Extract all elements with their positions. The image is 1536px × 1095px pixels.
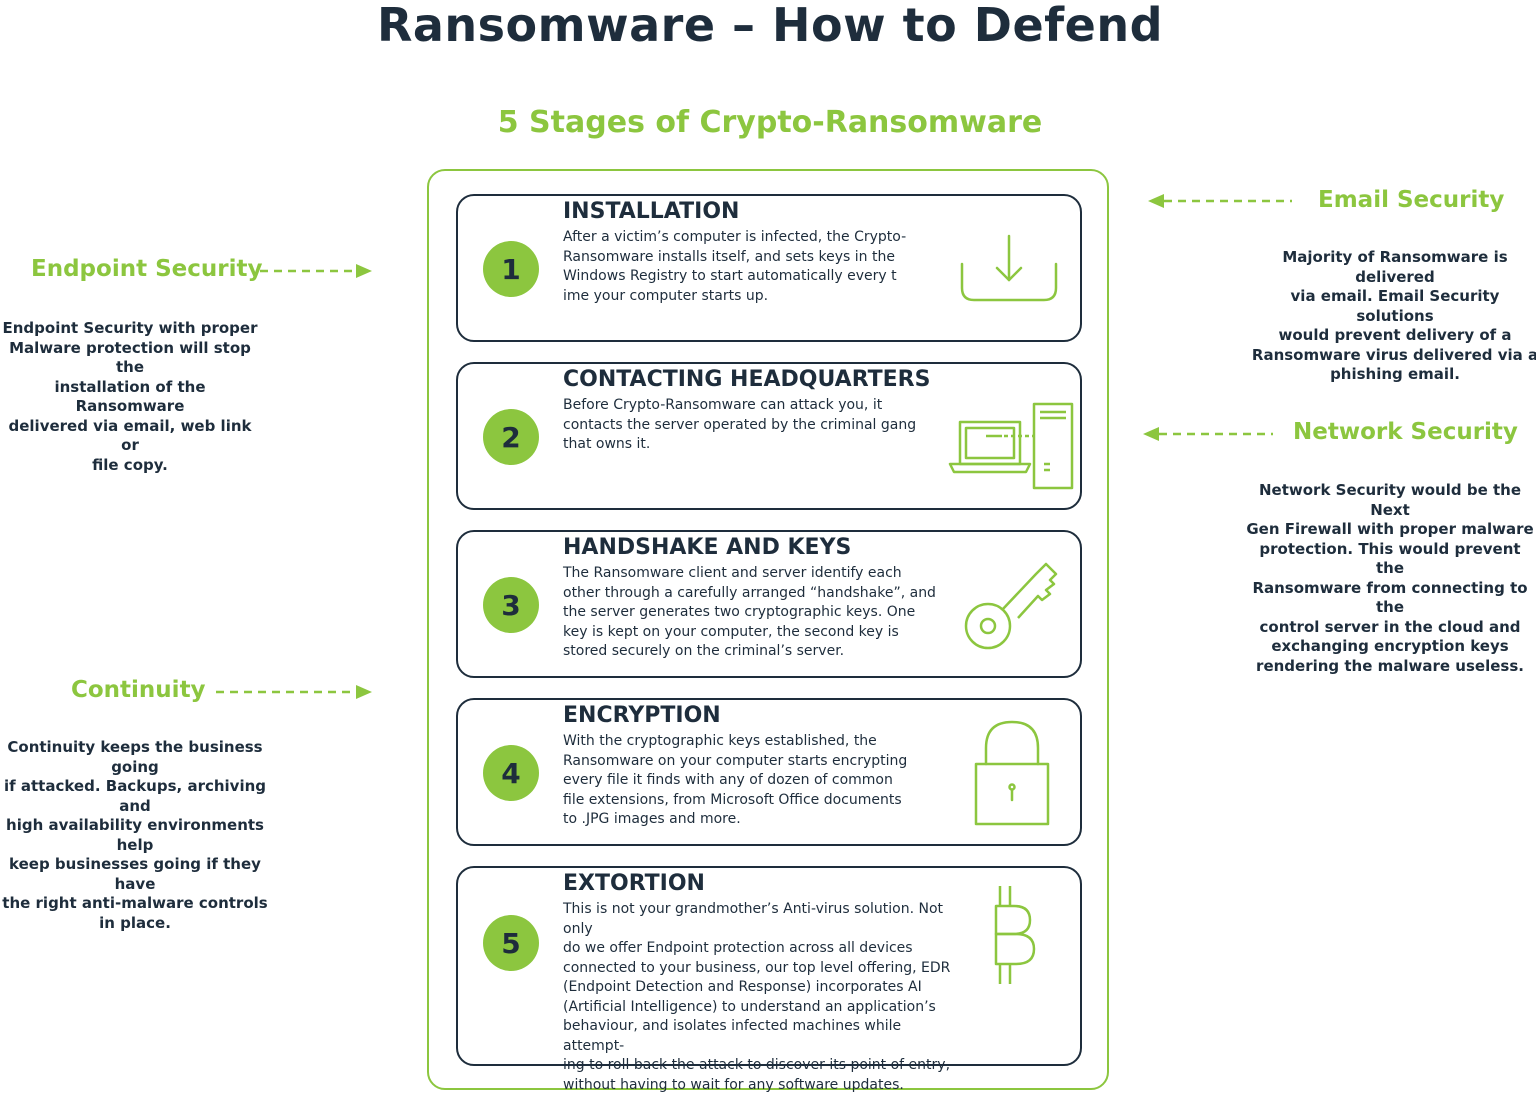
stage-card-contacting-headquarters: 2 CONTACTING HEADQUARTERS Before Crypto-… (456, 362, 1082, 510)
network-security-title: Network Security (1293, 419, 1518, 445)
key-icon (964, 562, 1058, 650)
stage-card-handshake-and-keys: 3 HANDSHAKE AND KEYS The Ransomware clie… (456, 530, 1082, 678)
page-title: Ransomware – How to Defend (376, 0, 1164, 52)
stage-description: With the cryptographic keys established,… (563, 733, 908, 827)
stage-card-encryption: 4 ENCRYPTION With the cryptographic keys… (456, 698, 1082, 846)
stage-number-badge: 3 (483, 577, 539, 633)
padlock-icon (974, 720, 1050, 826)
stage-number-badge: 4 (483, 745, 539, 801)
stage-card-extortion: 5 EXTORTION This is not your grandmother… (456, 866, 1082, 1093)
stage-title: ENCRYPTION (563, 703, 721, 728)
stage-number-badge: 5 (483, 915, 539, 971)
email-security-title: Email Security (1318, 187, 1505, 213)
stage-title: EXTORTION (563, 871, 705, 896)
download-tray-icon (960, 234, 1058, 302)
continuity-description: Continuity keeps the business going if a… (2, 738, 268, 932)
arrow-right-icon (216, 685, 372, 699)
continuity-title: Continuity (71, 677, 206, 703)
laptop-server-icon (948, 402, 1074, 490)
stage-title: CONTACTING HEADQUARTERS (563, 367, 931, 392)
arrow-left-icon (1148, 194, 1292, 208)
arrow-left-icon (1143, 427, 1273, 441)
diagram-subtitle: 5 Stages of Crypto-Ransomware (497, 105, 1043, 140)
network-security-description: Network Security would be the Next Gen F… (1246, 481, 1534, 675)
stages-container (427, 169, 1109, 1090)
stage-number-badge: 2 (483, 409, 539, 465)
stage-title: INSTALLATION (563, 199, 740, 224)
email-security-description: Majority of Ransomware is delivered via … (1251, 248, 1536, 383)
stage-card-installation: 1 INSTALLATION After a victim’s computer… (456, 194, 1082, 342)
stage-number-badge: 1 (483, 241, 539, 297)
endpoint-security-title: Endpoint Security (31, 256, 263, 282)
stage-title: HANDSHAKE AND KEYS (563, 535, 852, 560)
stage-description: This is not your grandmother’s Anti-viru… (563, 901, 951, 1093)
endpoint-security-description: Endpoint Security with proper Malware pr… (2, 319, 258, 474)
stage-description: Before Crypto-Ransomware can attack you,… (563, 397, 917, 452)
stage-description: The Ransomware client and server identif… (563, 565, 936, 659)
bitcoin-icon (994, 886, 1036, 984)
arrow-right-icon (260, 264, 372, 278)
stage-description: After a victim’s computer is infected, t… (563, 229, 907, 304)
